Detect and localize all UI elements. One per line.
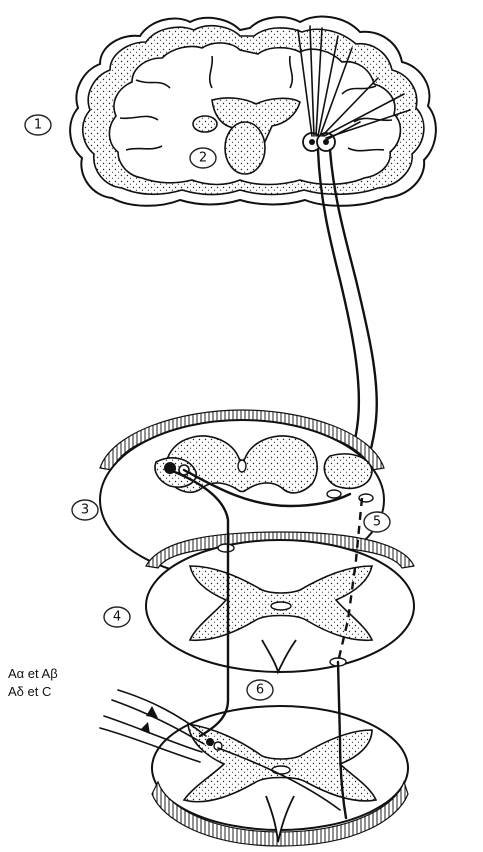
svg-text:1: 1: [34, 118, 42, 133]
thalamus-dot-left: [309, 139, 315, 145]
spinal-segment-lower: [152, 706, 408, 846]
lentiform-nucleus: [225, 122, 265, 174]
label-1: 1: [25, 115, 51, 135]
fiber-label-small: Aδ et C: [8, 684, 51, 699]
spinal-segment-middle: [146, 532, 414, 672]
label-5: 5: [364, 512, 390, 532]
svg-text:3: 3: [81, 503, 89, 518]
caudate-nucleus: [193, 116, 217, 132]
label-3: 3: [72, 500, 98, 520]
nerve-arrow-2: [140, 722, 150, 734]
svg-text:4: 4: [113, 610, 121, 625]
lower-central-canal: [272, 766, 290, 774]
svg-text:5: 5: [373, 515, 381, 530]
svg-text:6: 6: [256, 683, 264, 698]
fiber-label-large: Aα et Aβ: [8, 666, 58, 681]
label-4: 4: [104, 607, 130, 627]
brain-section: [70, 17, 436, 206]
upper-central-canal: [238, 460, 246, 472]
lower-neuron-cell: [206, 738, 214, 746]
svg-text:2: 2: [199, 151, 207, 166]
upper-dorsal-horn-right: [324, 454, 372, 488]
middle-central-canal: [271, 602, 291, 610]
label-6: 6: [247, 680, 273, 700]
upper-tract-node-a: [327, 490, 341, 498]
middle-tract-node-left: [218, 544, 234, 552]
label-2: 2: [190, 148, 216, 168]
nerve-arrow-1: [146, 706, 158, 718]
